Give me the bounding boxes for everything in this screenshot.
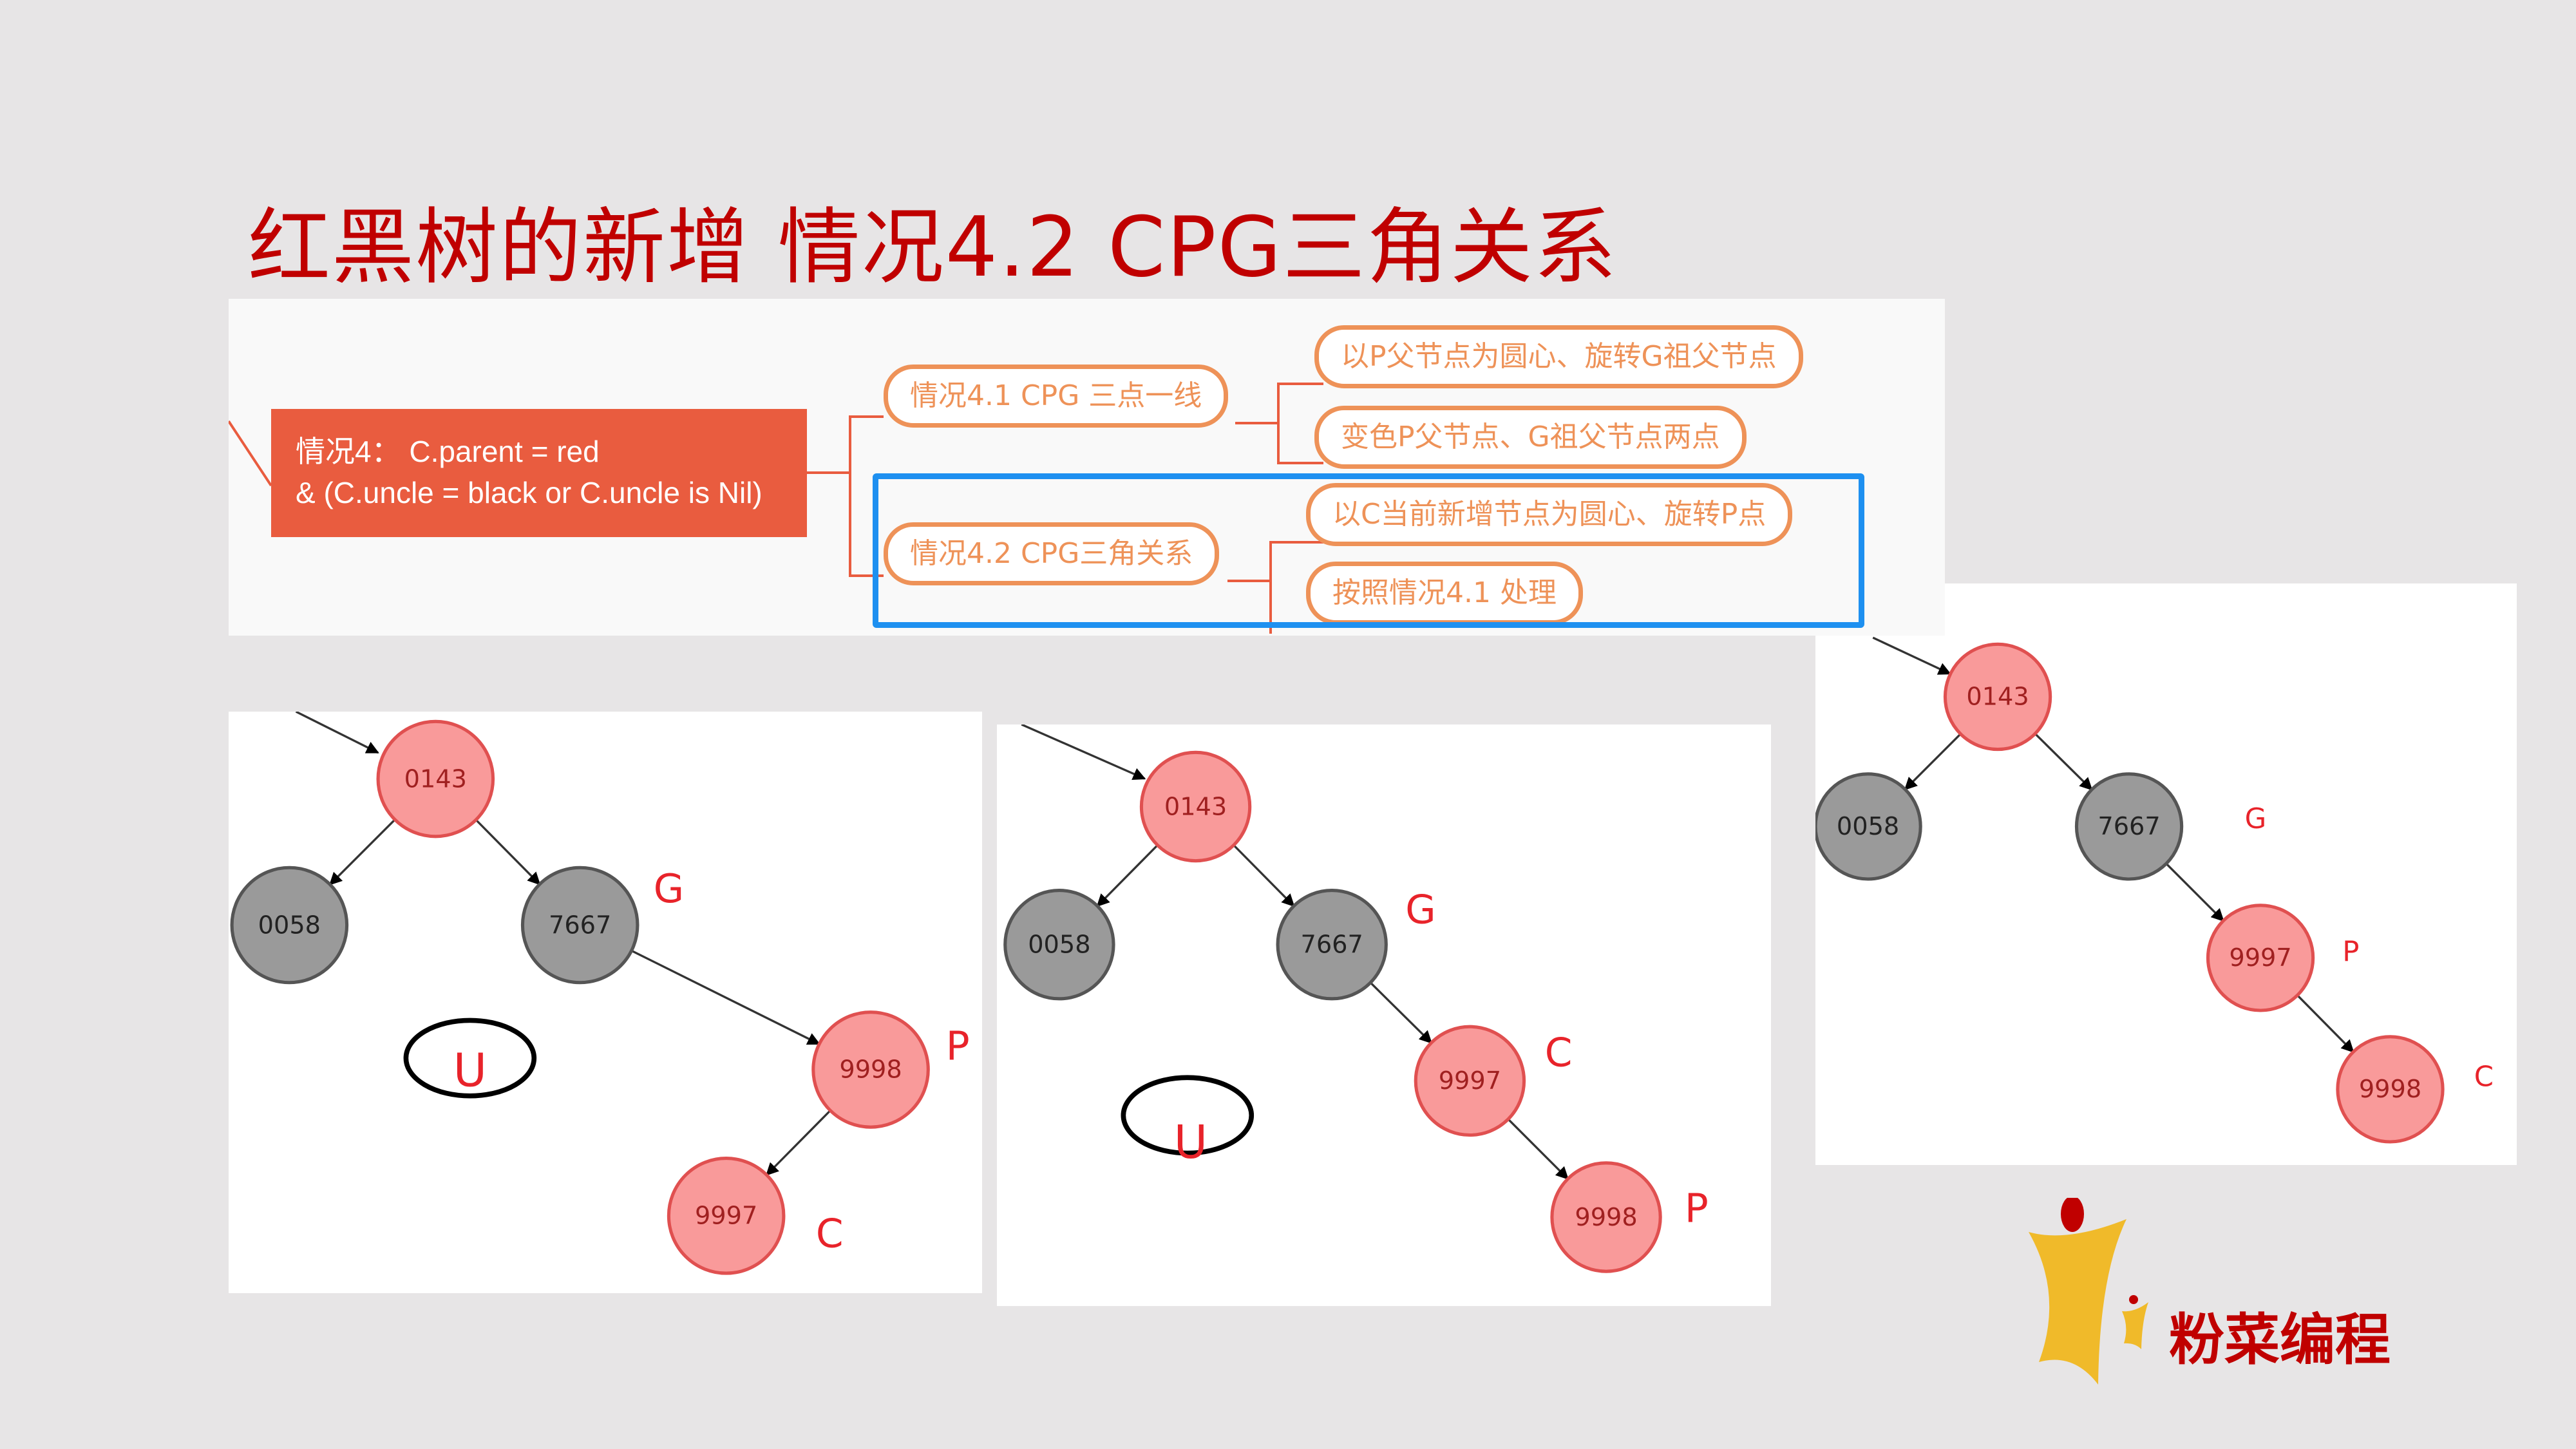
label-G: G — [1405, 887, 1435, 933]
incoming-edge — [295, 712, 379, 754]
tree-edge — [1096, 844, 1159, 907]
tree-diagram: 0143 0058 7667 9997 9998 G P C — [1815, 636, 2494, 1144]
tree-diagram: 0143 0058 7667 9998 9997 G P C U — [230, 712, 970, 1275]
tree-node-7667: 7667 — [2074, 772, 2184, 881]
incoming-edge — [1021, 724, 1146, 781]
tree-edge — [1233, 844, 1295, 907]
label-C: C — [2474, 1061, 2494, 1093]
label-G: G — [2245, 803, 2267, 835]
tree-node-9998: 9998 — [1550, 1161, 1662, 1273]
mindmap-panel: 情况4： C.parent = red & (C.uncle = black o… — [229, 299, 1945, 636]
tree-diagram: 0143 0058 7667 9997 9998 G C P U — [1003, 724, 1709, 1273]
node-case-4-1-step-1[interactable]: 以P父节点为圆心、旋转G祖父节点 — [1314, 325, 1803, 388]
tree-node-9997: 9997 — [667, 1157, 786, 1275]
logo-mark-icon — [2029, 1198, 2148, 1385]
tree-node-9997: 9997 — [2206, 904, 2315, 1012]
node-value: 0143 — [1164, 792, 1227, 821]
slide-title: 红黑树的新增 情况4.2 CPG三角关系 — [248, 200, 1618, 296]
node-value: 0058 — [1028, 930, 1090, 959]
node-value: 9998 — [839, 1056, 902, 1084]
node-circle — [1003, 889, 1115, 1001]
tree-node-0058: 0058 — [1003, 889, 1115, 1001]
label-P: P — [2342, 936, 2359, 969]
node-value: 0058 — [1837, 812, 1899, 841]
node-circle — [1943, 642, 2052, 752]
tree-edge — [329, 819, 396, 886]
tree-node-0143: 0143 — [1943, 642, 2052, 752]
tree-edge — [1507, 1118, 1569, 1180]
tree-node-9998: 9998 — [811, 1010, 930, 1129]
tree-node-7667: 7667 — [520, 866, 639, 985]
label-U: U — [1174, 1115, 1208, 1169]
tree-panel-before: 0143 0058 7667 9998 9997 G P C U — [229, 712, 982, 1293]
node-value: 9998 — [1575, 1203, 1637, 1232]
tree-edge — [475, 819, 541, 886]
tree-edge — [2034, 733, 2093, 791]
node-circle — [1276, 889, 1388, 1001]
label-P: P — [946, 1024, 970, 1070]
tree-node-0143: 0143 — [376, 719, 495, 838]
uncle-ellipse — [1121, 1075, 1255, 1156]
tree-panel-after: 0143 0058 7667 9997 9998 G P C — [1815, 583, 2517, 1165]
logo-text: 粉菜编程 — [2169, 1308, 2391, 1372]
node-value: 9997 — [1439, 1066, 1501, 1095]
node-value: 0143 — [404, 764, 467, 793]
tree-edge — [2165, 862, 2224, 922]
tree-edge — [630, 949, 820, 1045]
tree-node-0058: 0058 — [1815, 772, 1922, 881]
node-circle — [230, 866, 349, 985]
node-circle — [1550, 1161, 1662, 1273]
node-case-4-2[interactable]: 情况4.2 CPG三角关系 — [884, 522, 1220, 585]
node-circle — [520, 866, 639, 985]
tree-node-7667: 7667 — [1276, 889, 1388, 1001]
root-line-1: 情况4： C.parent = red — [296, 435, 600, 468]
node-circle — [2074, 772, 2184, 881]
tree-edge — [1904, 733, 1962, 791]
node-value: 7667 — [549, 911, 611, 940]
highlight-box — [873, 473, 1864, 628]
node-case-4-2-step-2[interactable]: 按照情况4.1 处理 — [1306, 562, 1583, 625]
root-node-case4[interactable]: 情况4： C.parent = red & (C.uncle = black o… — [271, 409, 807, 537]
incoming-edge — [1872, 636, 1951, 675]
root-line-2: & (C.uncle = black or C.uncle is Nil) — [296, 476, 762, 509]
tree-node-0058: 0058 — [230, 866, 349, 985]
tree-panel-rotate-p: 0143 0058 7667 9997 9998 G C P U — [997, 724, 1771, 1306]
label-U: U — [453, 1043, 487, 1097]
node-circle — [2206, 904, 2315, 1012]
node-case-4-1-step-2[interactable]: 变色P父节点、G祖父节点两点 — [1314, 406, 1747, 469]
node-value: 7667 — [1301, 930, 1363, 959]
mindmap-connectors — [229, 383, 1323, 634]
node-circle — [1139, 750, 1252, 863]
tree-node-0143: 0143 — [1139, 750, 1252, 863]
label-G: G — [654, 866, 684, 912]
node-value: 0058 — [258, 911, 321, 940]
node-value: 9997 — [2229, 943, 2291, 972]
uncle-ellipse — [403, 1018, 537, 1099]
node-circle — [2336, 1035, 2445, 1144]
tree-edge — [766, 1110, 831, 1176]
node-value: 7667 — [2098, 812, 2160, 841]
tree-node-9997: 9997 — [1414, 1025, 1526, 1137]
tree-edge — [1369, 981, 1432, 1044]
label-C: C — [1545, 1030, 1573, 1075]
tree-node-9998: 9998 — [2336, 1035, 2445, 1144]
node-value: 9998 — [2359, 1075, 2421, 1104]
node-value: 9997 — [695, 1202, 757, 1231]
node-circle — [811, 1010, 930, 1129]
label-P: P — [1685, 1186, 1709, 1232]
node-case-4-2-step-1[interactable]: 以C当前新增节点为圆心、旋转P点 — [1306, 483, 1793, 546]
node-value: 0143 — [1966, 683, 2029, 712]
node-circle — [1815, 772, 1922, 881]
node-circle — [376, 719, 495, 838]
label-C: C — [816, 1211, 844, 1256]
node-case-4-1[interactable]: 情况4.1 CPG 三点一线 — [884, 365, 1229, 428]
tree-edge — [2297, 994, 2354, 1053]
node-circle — [667, 1157, 786, 1275]
node-circle — [1414, 1025, 1526, 1137]
